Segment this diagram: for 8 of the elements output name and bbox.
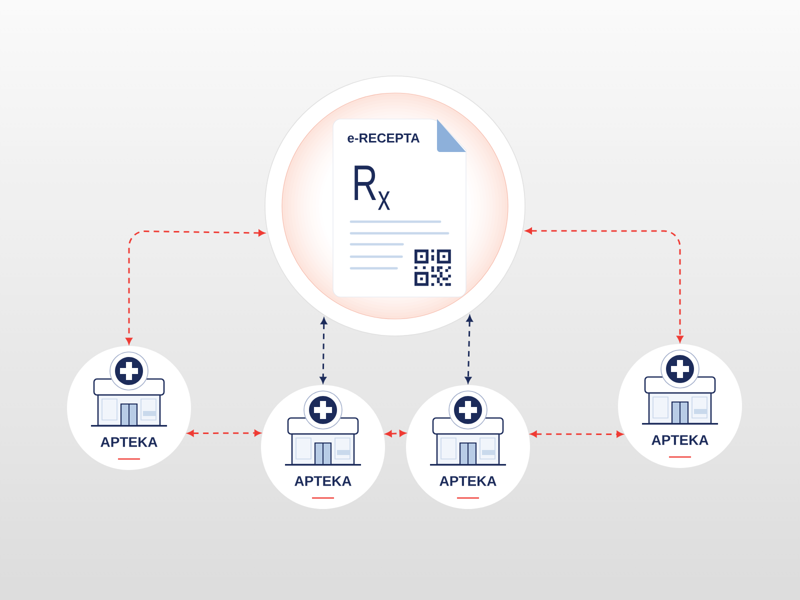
arrow <box>464 315 473 384</box>
arrow <box>126 230 265 344</box>
arrow <box>530 430 623 438</box>
arrow <box>320 318 328 384</box>
arrow <box>385 430 406 437</box>
arrow <box>526 228 684 342</box>
arrow <box>187 430 261 436</box>
document: e-RECEPTA R$_{x}$ <box>332 118 466 298</box>
